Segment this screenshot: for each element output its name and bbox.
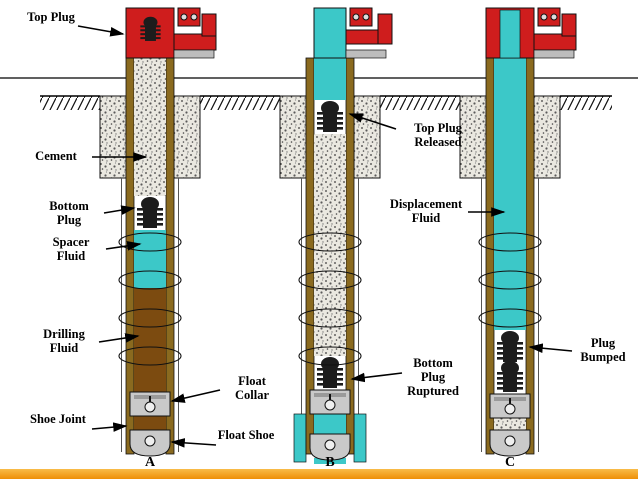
- float-collar: [129, 391, 171, 417]
- label-bottom-plug: Bottom Plug: [49, 199, 89, 227]
- cement-column: [134, 58, 166, 196]
- centralizer-coils: [298, 232, 362, 366]
- bolt: [550, 13, 558, 21]
- arrow-shoe-joint: [91, 422, 128, 432]
- annulus-cement-right: [173, 95, 201, 179]
- label-shoe-joint: Shoe Joint: [30, 412, 86, 426]
- arrow-spacer-fluid: [105, 241, 142, 251]
- arrow-float-shoe: [170, 438, 217, 448]
- shoe-joint-region: [134, 416, 166, 432]
- arrow-bottom-plug: [103, 205, 136, 215]
- cement-column: [314, 134, 346, 356]
- annulus-fluid-right: [353, 413, 367, 463]
- label-bottom-plug-ruptured: Bottom Plug Ruptured: [407, 356, 459, 398]
- swedge: [533, 49, 575, 59]
- bolt-flange: [349, 7, 373, 27]
- callout-arrows: [77, 25, 573, 448]
- arrow-top-plug: [77, 25, 125, 37]
- float-shoe: [489, 429, 531, 457]
- bottom-plug-ruptured: [317, 357, 343, 388]
- riser: [201, 13, 217, 37]
- label-top-plug-released: Top Plug Released: [414, 121, 462, 149]
- wellhead-b: [313, 7, 393, 59]
- bottom-plug: [497, 361, 523, 392]
- fluid-below-shoe: [314, 458, 346, 464]
- well-b: [279, 7, 393, 464]
- centralizer-coils: [118, 232, 182, 366]
- fluid-below-collar: [314, 414, 346, 434]
- fluid-in-head: [499, 9, 521, 59]
- panel-label-c: C: [504, 455, 516, 470]
- annulus-cement-left: [459, 95, 487, 179]
- bolt: [540, 13, 548, 21]
- displacement-fluid-region: [314, 58, 346, 100]
- arrow-bottom-plug-ruptured: [350, 372, 403, 383]
- swedge: [173, 49, 215, 59]
- riser: [377, 13, 393, 45]
- bolt: [362, 13, 370, 21]
- arrow-drilling-fluid: [98, 333, 140, 343]
- label-drilling-fluid: Drilling Fluid: [43, 327, 85, 355]
- label-float-collar: Float Collar: [234, 374, 270, 402]
- arrow-plug-bumped: [528, 343, 573, 353]
- riser-pipe: [313, 7, 347, 59]
- top-plug-released: [317, 101, 343, 132]
- annulus-fluid-left: [293, 413, 307, 463]
- bolt-flange: [537, 7, 561, 27]
- wellhead-c: [485, 7, 577, 59]
- wellhead-a: [125, 7, 217, 59]
- well-c: [459, 7, 577, 457]
- float-collar: [489, 393, 531, 419]
- bottom-plug: [137, 197, 163, 228]
- bolt: [190, 13, 198, 21]
- label-spacer-fluid: Spacer Fluid: [52, 235, 90, 263]
- ground-hatch-strips: [40, 95, 612, 110]
- well-a: [99, 7, 217, 457]
- panel-label-a: A: [144, 455, 156, 470]
- annulus-cement-right: [353, 95, 381, 179]
- annulus-cement-left: [99, 95, 127, 179]
- bolt: [352, 13, 360, 21]
- arrow-float-collar: [170, 389, 221, 403]
- bolt-flange: [177, 7, 201, 27]
- centralizer-coils: [478, 232, 542, 328]
- annulus-cement-right: [533, 95, 561, 179]
- bottom-accent-bar: [0, 469, 638, 479]
- label-cement: Cement: [35, 149, 77, 163]
- label-float-shoe: Float Shoe: [217, 428, 275, 442]
- arrow-top-plug-released: [348, 113, 397, 130]
- top-plug-bumped: [497, 331, 523, 362]
- cement-between-collar-shoe: [494, 418, 526, 432]
- bolt: [180, 13, 188, 21]
- panel-label-b: B: [325, 455, 335, 470]
- float-shoe: [129, 429, 171, 457]
- swedge: [345, 49, 387, 59]
- drilling-fluid-region: [134, 288, 166, 392]
- annulus-cement-left: [279, 95, 307, 179]
- label-displacement-fluid: Displacement Fluid: [389, 197, 463, 225]
- label-plug-bumped: Plug Bumped: [580, 336, 626, 364]
- displacement-fluid-region: [494, 58, 526, 330]
- riser: [561, 13, 577, 37]
- float-collar: [309, 389, 351, 415]
- spacer-fluid-region: [134, 230, 166, 288]
- label-top-plug: Top Plug: [27, 10, 75, 24]
